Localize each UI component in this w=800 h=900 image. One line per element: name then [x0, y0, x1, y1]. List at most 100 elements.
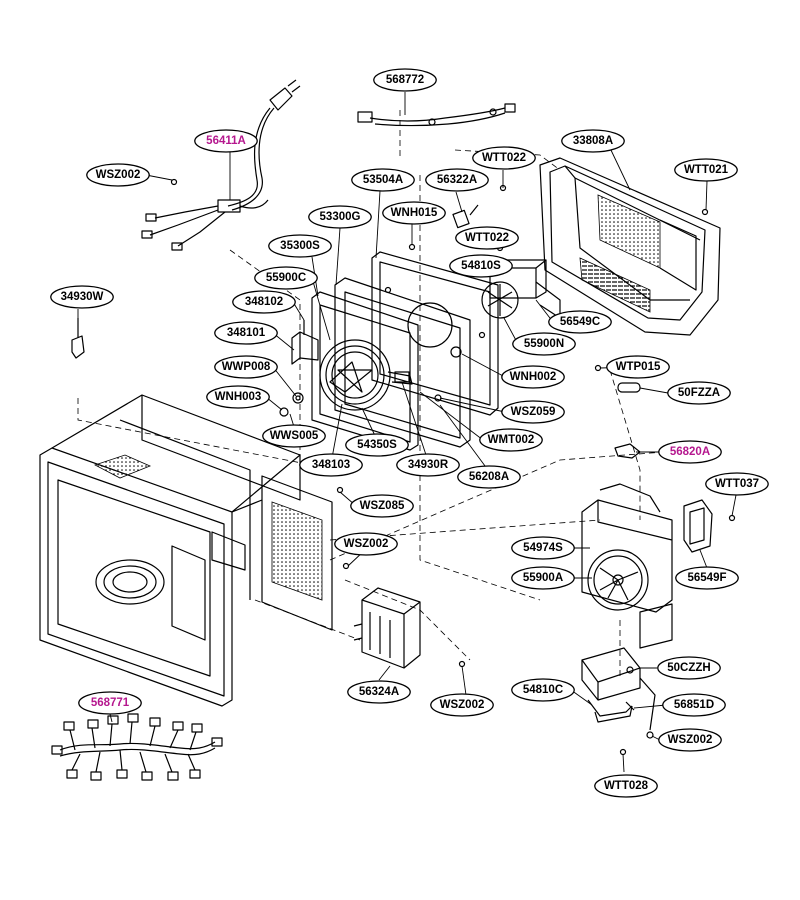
part-label: 56549F — [675, 566, 739, 590]
part-number: WSZ059 — [511, 406, 556, 418]
part-label: 53504A — [351, 168, 415, 192]
part-label: 50FZZA — [667, 381, 731, 405]
part-label: WSZ002 — [430, 693, 494, 717]
part-label-oval — [667, 381, 731, 405]
oven-chassis-drawing — [39, 394, 333, 707]
small-hardware-drawing — [279, 184, 736, 756]
part-number: WSZ002 — [344, 538, 389, 550]
part-label-oval — [430, 693, 494, 717]
part-number: WTT022 — [465, 232, 509, 244]
part-label-oval — [299, 453, 363, 477]
part-label-oval — [658, 728, 722, 752]
part-number: 56324A — [359, 686, 399, 698]
part-label: WSZ002 — [334, 532, 398, 556]
part-label-oval — [214, 355, 278, 379]
part-label: 348102 — [232, 290, 296, 314]
part-number: 50CZZH — [667, 662, 710, 674]
part-label-oval — [657, 656, 721, 680]
part-label-oval — [705, 472, 769, 496]
part-label: WSZ002 — [658, 728, 722, 752]
part-label: WTT037 — [705, 472, 769, 496]
part-label: 53300G — [308, 205, 372, 229]
part-label-oval — [350, 494, 414, 518]
part-number: WNH002 — [510, 371, 557, 383]
part-number: WSZ002 — [668, 734, 713, 746]
part-label: 55900C — [254, 266, 318, 290]
clip-drawing — [614, 443, 641, 459]
part-label-oval — [373, 68, 437, 92]
part-number: WWS005 — [270, 430, 319, 442]
part-label-oval — [548, 310, 612, 334]
part-label-oval — [479, 428, 543, 452]
part-label-oval — [561, 129, 625, 153]
part-label: 56549C — [548, 310, 612, 334]
part-label: WTT028 — [594, 774, 658, 798]
part-label-oval — [194, 129, 258, 153]
part-number: 55900A — [523, 572, 563, 584]
part-label: 55900N — [512, 332, 576, 356]
part-number: 34930R — [408, 459, 449, 471]
part-number: 56820A — [670, 446, 710, 458]
wire-harness-drawing — [357, 103, 516, 127]
part-label-oval — [457, 465, 521, 489]
part-label-oval — [262, 424, 326, 448]
part-number: 35300S — [280, 240, 320, 252]
part-number: 348102 — [245, 296, 283, 308]
part-label-oval — [78, 691, 142, 715]
part-label-oval — [472, 146, 536, 170]
fan-bracket-drawing — [581, 483, 673, 649]
part-label-oval — [232, 290, 296, 314]
part-number: 56411A — [206, 135, 246, 147]
fan-motor-drawing — [481, 259, 561, 319]
part-label-oval — [334, 532, 398, 556]
latch-drawing — [71, 318, 85, 359]
part-label-oval — [511, 678, 575, 702]
part-number: 54974S — [523, 542, 563, 554]
part-number: WTT037 — [715, 478, 759, 490]
part-number: 568771 — [91, 697, 130, 709]
main-harness-drawing — [51, 713, 223, 781]
part-label: 54974S — [511, 536, 575, 560]
part-number: 55900N — [524, 338, 564, 350]
part-label: 35300S — [268, 234, 332, 258]
part-label: 54350S — [345, 433, 409, 457]
part-label: WNH003 — [206, 385, 270, 409]
fuse-drawing — [617, 382, 641, 393]
part-number: 54810C — [523, 684, 563, 696]
part-label: 33808A — [561, 129, 625, 153]
heater-shield-drawing — [311, 291, 419, 451]
part-label: WSZ059 — [501, 400, 565, 424]
part-number: WTT021 — [684, 164, 729, 176]
part-label: WSZ085 — [350, 494, 414, 518]
part-number: WTP015 — [616, 361, 661, 373]
convection-heater-drawing — [319, 339, 413, 411]
part-label: WTT022 — [455, 226, 519, 250]
part-number: 56322A — [437, 174, 477, 186]
part-label-oval — [606, 355, 670, 379]
part-label: WSZ002 — [86, 163, 150, 187]
part-label-oval — [345, 433, 409, 457]
transformer-drawing — [353, 587, 421, 669]
part-number: 53504A — [363, 174, 403, 186]
part-number: 568772 — [386, 74, 424, 86]
part-number: 54810S — [461, 260, 501, 272]
part-label: WTT022 — [472, 146, 536, 170]
part-number: 50FZZA — [678, 387, 720, 399]
part-label-oval — [501, 365, 565, 389]
part-number: WWP008 — [222, 361, 271, 373]
part-label-oval — [662, 693, 726, 717]
part-number: 53300G — [320, 211, 361, 223]
part-label: 54810C — [511, 678, 575, 702]
part-label: 568771 — [78, 691, 142, 715]
part-label-oval — [396, 453, 460, 477]
part-label-oval — [674, 158, 738, 182]
part-label-oval — [455, 226, 519, 250]
part-label: WTT021 — [674, 158, 738, 182]
part-label: 348101 — [214, 321, 278, 345]
part-number: 56549F — [687, 572, 726, 584]
part-number: WNH003 — [215, 391, 262, 403]
leader-lines — [77, 92, 737, 773]
part-label-oval — [351, 168, 415, 192]
